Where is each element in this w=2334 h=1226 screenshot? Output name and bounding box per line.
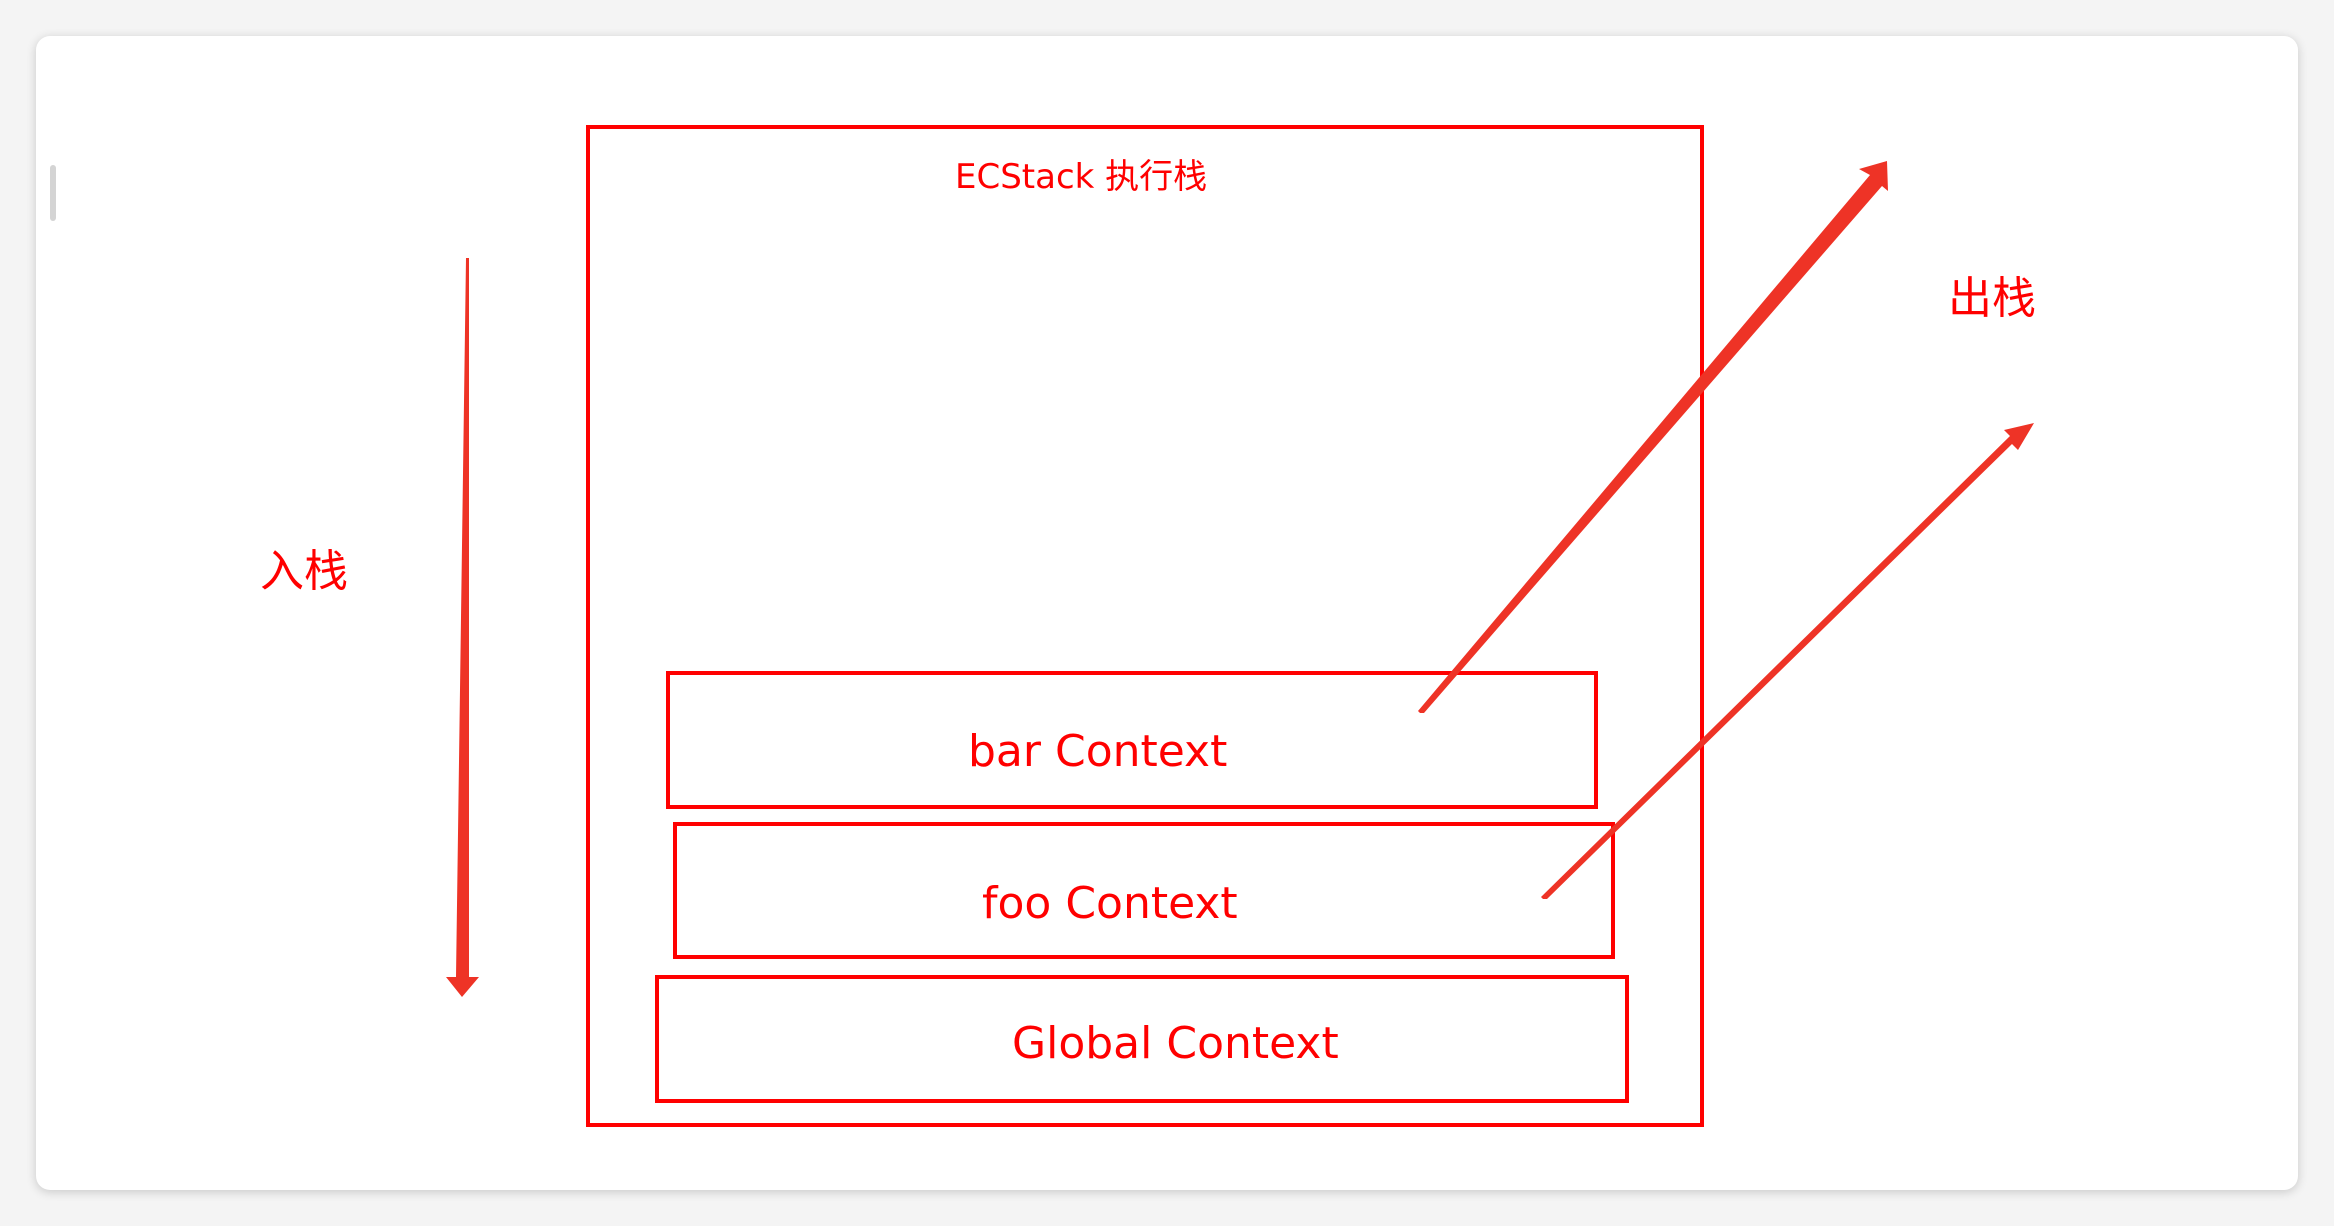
bar-context-label: bar Context <box>968 726 1228 777</box>
ecstack-title: ECStack 执行栈 <box>955 157 1208 197</box>
scroll-handle[interactable] <box>50 165 56 221</box>
push-label: 入栈 <box>260 546 348 597</box>
bar-context-box <box>666 671 1598 809</box>
canvas-card <box>36 36 2298 1190</box>
foo-context-box <box>673 822 1615 959</box>
pop-arrow-foo <box>1541 423 2034 899</box>
foo-context-label: foo Context <box>982 878 1238 929</box>
global-context-box <box>655 975 1629 1103</box>
push-arrow <box>446 258 479 997</box>
global-context-label: Global Context <box>1012 1018 1339 1069</box>
pop-arrow-bar <box>1418 161 1888 713</box>
ecstack-box <box>586 125 1704 1127</box>
pop-label: 出栈 <box>1948 273 2036 324</box>
